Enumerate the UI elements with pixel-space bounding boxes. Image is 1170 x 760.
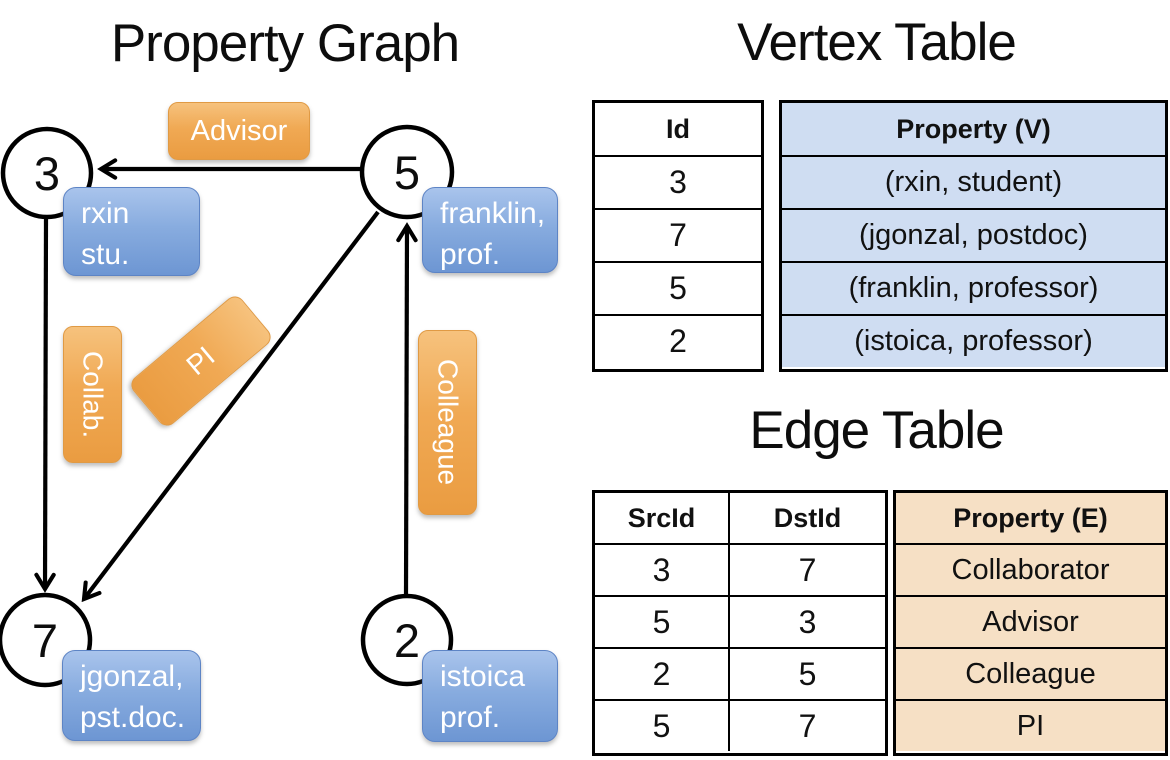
edge-table-property-cell: PI bbox=[896, 699, 1165, 751]
node-7-id: 7 bbox=[31, 614, 59, 667]
edge-colleague-2-to-5 bbox=[396, 222, 418, 595]
node-2-property-line2: prof. bbox=[440, 701, 501, 734]
graph-canvas bbox=[0, 124, 455, 688]
vertex-table-property-cell: (jgonzal, postdoc) bbox=[782, 208, 1165, 261]
edge-table-title: Edge Table bbox=[749, 401, 1004, 460]
node-5-property-box: franklin, prof. bbox=[422, 187, 558, 273]
vertex-table-id-header: Id bbox=[666, 114, 690, 144]
edge-table-srcid-cell: 5 bbox=[652, 708, 671, 744]
edge-table-property-cell: Colleague bbox=[896, 647, 1165, 699]
edge-table-dstid-header: DstId bbox=[728, 493, 885, 543]
edge-table-property-cell: Collaborator bbox=[896, 543, 1165, 595]
vertex-table-title: Vertex Table bbox=[737, 13, 1017, 72]
edge-table-srcid-header: SrcId bbox=[627, 503, 696, 533]
node-5-id: 5 bbox=[393, 146, 421, 199]
edge-collab-3-to-7 bbox=[34, 217, 56, 593]
node-2-id: 2 bbox=[393, 614, 421, 667]
edge-label-advisor: Advisor bbox=[168, 102, 310, 160]
edge-table-srcid-cell: 3 bbox=[652, 552, 671, 588]
edge-label-collab-text: Collab. bbox=[77, 350, 109, 439]
edge-table-dstid-cell: 3 bbox=[728, 597, 885, 647]
edge-table-property-column: Property (E) Collaborator Advisor Collea… bbox=[893, 490, 1168, 756]
node-3-property-line1: rxin bbox=[81, 197, 130, 230]
vertex-table-property-column: Property (V) (rxin, student) (jgonzal, p… bbox=[779, 100, 1168, 372]
node-7-property-box: jgonzal, pst.doc. bbox=[62, 650, 201, 741]
edge-table-dstid-cell: 5 bbox=[728, 649, 885, 699]
node-3-id: 3 bbox=[33, 147, 61, 200]
vertex-table-property-cell: (rxin, student) bbox=[782, 155, 1165, 208]
node-7-property-line2: pst.doc. bbox=[80, 701, 186, 734]
edge-table-srcid-cell: 5 bbox=[652, 604, 671, 640]
vertex-table-property-cell: (franklin, professor) bbox=[782, 261, 1165, 314]
vertex-table-property-header: Property (V) bbox=[782, 103, 1165, 155]
edge-label-collab: Collab. bbox=[63, 326, 122, 463]
node-3-property-box: rxin stu. bbox=[63, 187, 200, 276]
node-3-property-line2: stu. bbox=[81, 238, 130, 271]
edge-table-property-cell: Advisor bbox=[896, 595, 1165, 647]
node-5-property-line2: prof. bbox=[440, 238, 501, 271]
property-graph-title: Property Graph bbox=[110, 14, 460, 73]
edge-label-advisor-text: Advisor bbox=[190, 114, 288, 147]
node-2-property-line1: istoica bbox=[440, 660, 526, 693]
node-2-property-box: istoica prof. bbox=[422, 650, 558, 742]
vertex-table-id-cell: 7 bbox=[595, 208, 761, 261]
node-5-property-line1: franklin, bbox=[440, 197, 546, 230]
vertex-table-property-cell: (istoica, professor) bbox=[782, 314, 1165, 367]
vertex-table-id-cell: 2 bbox=[595, 314, 761, 367]
edge-pi-5-to-7 bbox=[81, 210, 380, 603]
edge-table-property-header: Property (E) bbox=[896, 493, 1165, 543]
edge-table-dstid-cell: 7 bbox=[728, 545, 885, 595]
edge-label-pi-text: PI bbox=[180, 340, 221, 381]
node-7-property-line1: jgonzal, bbox=[80, 660, 184, 693]
vertex-table-id-cell: 5 bbox=[595, 261, 761, 314]
edge-label-colleague-text: Colleague bbox=[432, 359, 464, 486]
vertex-table-id-column: Id 3 7 5 2 bbox=[592, 100, 764, 372]
edge-table-dstid-cell: 7 bbox=[728, 701, 885, 751]
vertex-table-id-cell: 3 bbox=[595, 155, 761, 208]
edge-table-id-columns: SrcId DstId 3 7 5 3 2 5 5 7 bbox=[592, 490, 888, 756]
edge-table-srcid-cell: 2 bbox=[652, 656, 671, 692]
edge-label-colleague: Colleague bbox=[418, 330, 477, 515]
